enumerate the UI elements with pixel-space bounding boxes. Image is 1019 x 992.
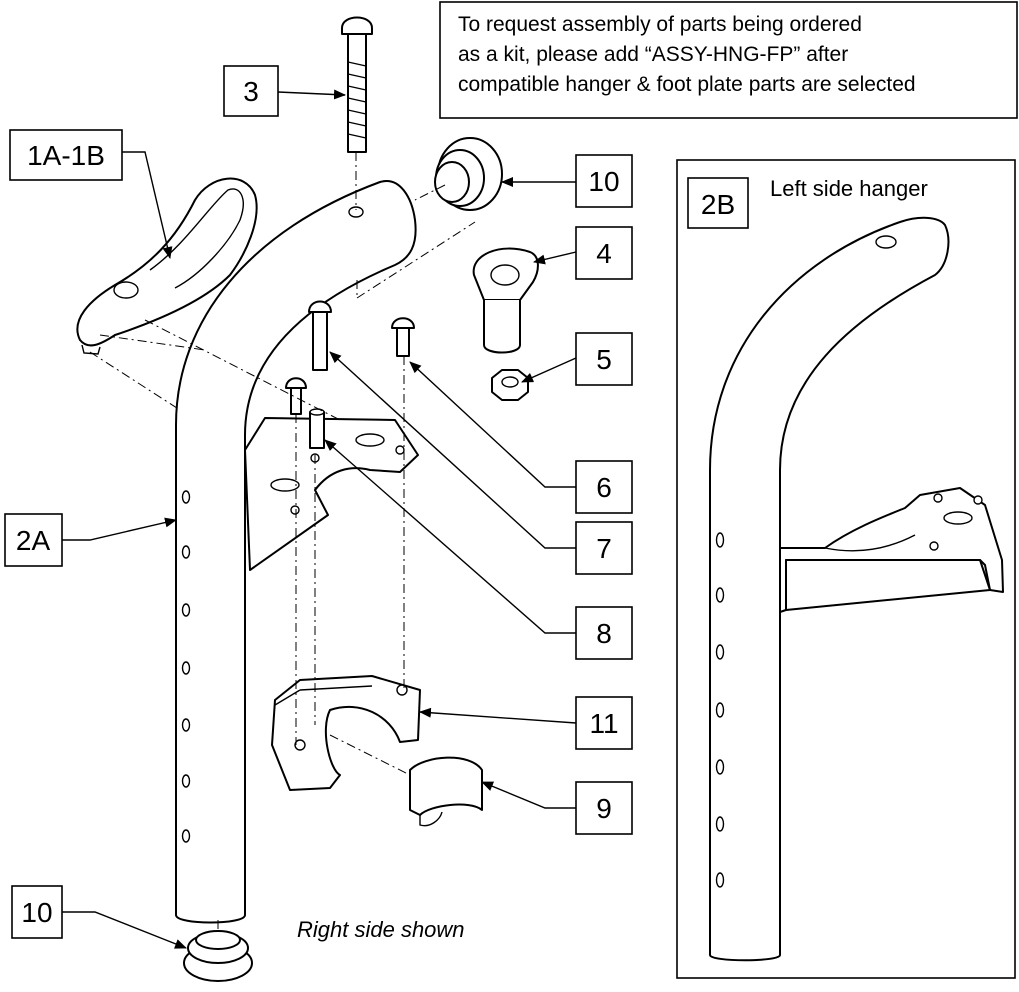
hanger-tube-part-2b [709, 216, 950, 962]
svg-text:2B: 2B [701, 189, 735, 220]
mounting-plate [244, 417, 419, 571]
nut-part-5 [491, 369, 529, 401]
callout-10-top: 10 [575, 154, 633, 208]
svg-text:8: 8 [596, 618, 612, 649]
callout-7: 7 [575, 521, 633, 575]
callout-10-bottom: 10 [11, 885, 63, 939]
callout-11: 11 [575, 696, 633, 750]
insert-part-9 [409, 756, 483, 827]
svg-text:11: 11 [589, 708, 618, 739]
svg-text:6: 6 [596, 472, 612, 503]
armrest-part-1a-1b [76, 177, 258, 355]
inset-left-side-hanger: 2B Left side hanger [676, 159, 1016, 979]
callout-5: 5 [575, 332, 633, 386]
callout-8: 8 [575, 606, 633, 660]
inset-callout-2b: 2B [687, 177, 749, 229]
screw-part-7 [308, 300, 332, 371]
note-line-2: as a kit, please add “ASSY-HNG-FP” after [458, 43, 848, 66]
svg-text:10: 10 [588, 166, 619, 197]
clamp-body-part-11 [271, 675, 421, 791]
callout-9: 9 [575, 781, 633, 835]
callout-1a-1b: 1A-1B [9, 129, 123, 181]
callout-6: 6 [575, 460, 633, 514]
adjustment-holes-2a [181, 490, 191, 843]
svg-text:1A-1B: 1A-1B [27, 140, 105, 171]
callout-3: 3 [223, 65, 279, 117]
screw-part-8 [285, 377, 325, 449]
clamp-part-4 [472, 247, 539, 354]
svg-text:2A: 2A [16, 525, 51, 556]
screw-part-6 [391, 317, 415, 357]
assembly-note: To request assembly of parts being order… [439, 1, 1018, 119]
svg-text:4: 4 [596, 238, 612, 269]
view-caption: Right side shown [297, 917, 465, 942]
screw-part-3 [341, 16, 373, 153]
svg-text:5: 5 [596, 344, 612, 375]
inset-title: Left side hanger [770, 176, 928, 201]
callout-2a: 2A [4, 513, 63, 567]
leader-lines [62, 89, 577, 949]
callout-4: 4 [575, 226, 633, 280]
svg-text:9: 9 [596, 793, 612, 824]
inset-mounting-plate [779, 487, 1004, 613]
end-cap-part-10-top [434, 137, 503, 211]
svg-text:3: 3 [243, 76, 259, 107]
adjustment-holes-2b [715, 532, 725, 888]
svg-text:7: 7 [596, 533, 612, 564]
svg-text:10: 10 [21, 897, 52, 928]
assembly-lines [89, 152, 476, 930]
end-cap-part-10-bottom [183, 930, 253, 982]
note-line-1: To request assembly of parts being order… [458, 13, 862, 36]
note-line-3: compatible hanger & foot plate parts are… [458, 73, 916, 96]
